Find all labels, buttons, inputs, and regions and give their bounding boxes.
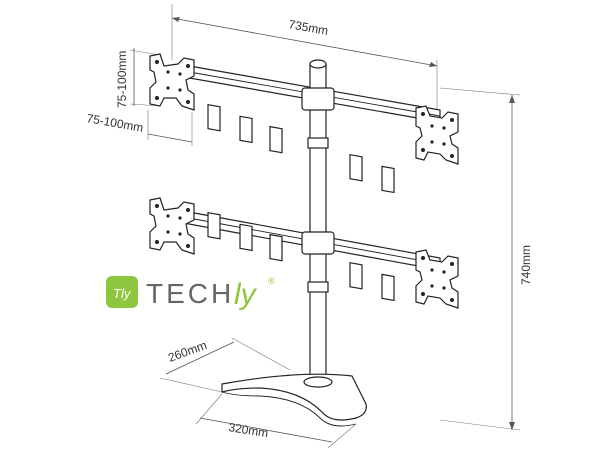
brand-main: TECH: [146, 278, 234, 309]
vesa-plate-top-left: [149, 53, 195, 111]
base-depth-label: 260mm: [166, 338, 208, 365]
base-width-dimension: 320mm: [195, 393, 357, 449]
trademark: ®: [268, 276, 275, 286]
techly-logo-icon-text: Tly: [113, 286, 132, 301]
brand-accent: ly: [234, 278, 258, 311]
vesa-vertical-label: 75-100mm: [115, 51, 129, 108]
width-dimension: 735mm: [171, 4, 438, 116]
techly-logo-icon: [106, 276, 138, 308]
vesa-horizontal-dimension: 75-100mm: [85, 110, 193, 146]
upper-arm: [177, 63, 441, 194]
vesa-plate-top-right: [415, 105, 459, 165]
base-width-label: 320mm: [228, 420, 270, 440]
width-label: 735mm: [287, 17, 329, 38]
vesa-horizontal-label: 75-100mm: [85, 111, 144, 135]
vesa-vertical-dimension: 75-100mm: [115, 48, 161, 108]
center-pole: [301, 59, 335, 384]
height-dimension: 740mm: [439, 87, 533, 431]
vesa-plate-bottom-left: [149, 197, 195, 255]
stand-base: [221, 373, 367, 427]
height-label: 740mm: [519, 245, 533, 285]
vesa-plate-bottom-right: [415, 249, 459, 309]
techly-logo: Tly TECH ly ®: [106, 276, 275, 311]
